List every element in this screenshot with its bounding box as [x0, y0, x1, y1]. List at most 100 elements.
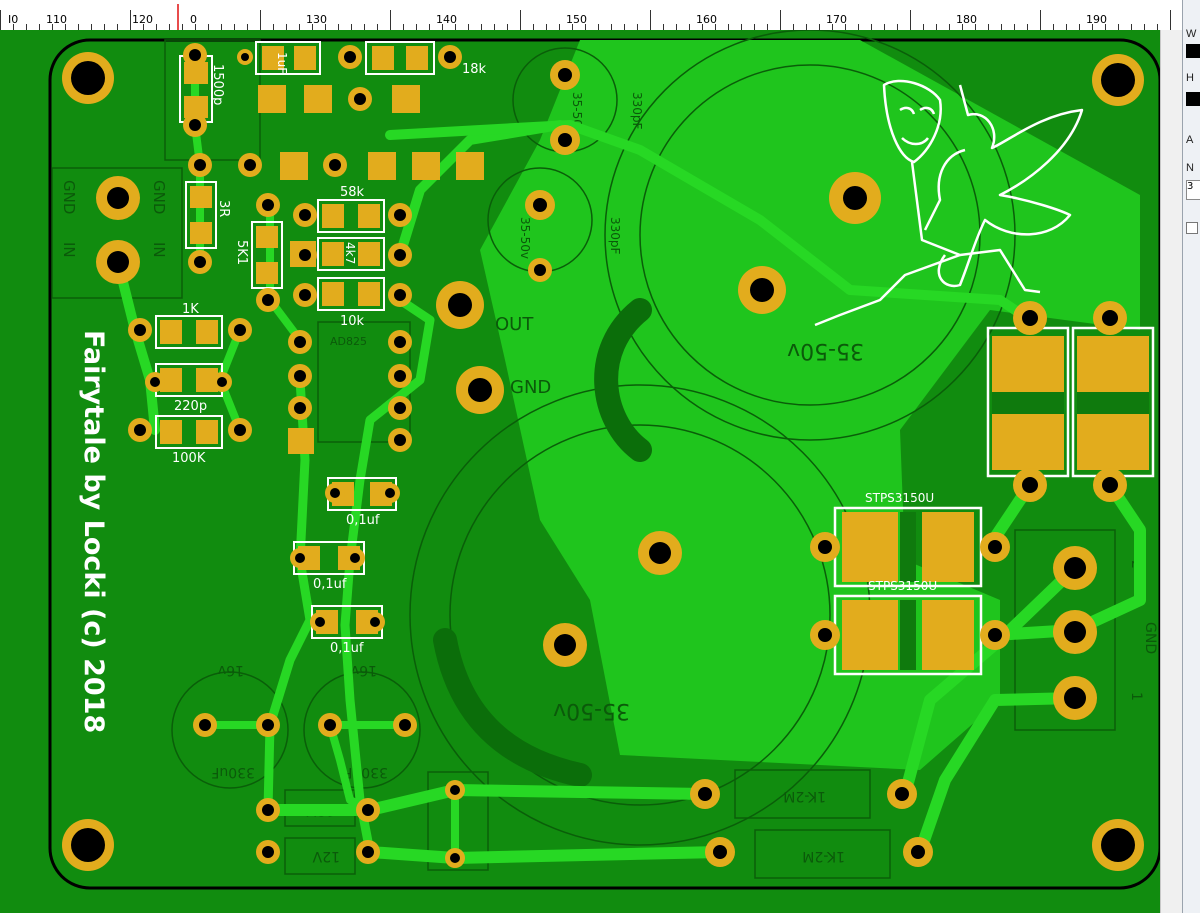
drill-hole — [350, 553, 360, 563]
label-1uf: 1uF — [275, 52, 289, 74]
drill-hole — [554, 634, 576, 656]
width-color-swatch[interactable] — [1186, 44, 1200, 58]
credit-text: Fairytale by Locki (c) 2018 — [78, 330, 109, 733]
drill-hole — [217, 377, 227, 387]
drill-hole — [262, 719, 274, 731]
drill-hole — [194, 159, 206, 171]
drill-hole — [1064, 687, 1086, 709]
drill-hole — [244, 159, 256, 171]
drill-hole — [299, 249, 311, 261]
drill-hole — [394, 370, 406, 382]
drill-hole — [988, 628, 1002, 642]
ghost-label-in-left-2: IN — [150, 242, 168, 258]
drill-hole — [448, 293, 472, 317]
drill-hole — [354, 93, 366, 105]
label-18k: 18k — [462, 62, 487, 77]
label-diode-1: STPS3150U — [865, 491, 934, 505]
drill-hole — [1064, 621, 1086, 643]
drill-hole — [299, 289, 311, 301]
drill-hole — [895, 787, 909, 801]
drill-hole — [189, 119, 201, 131]
ghost-label-in-left: IN — [60, 242, 78, 258]
pcb-canvas[interactable]: 35-50v 35-50v OUT GND AD825 GND IN GND I… — [0, 30, 1160, 913]
ruler-label-160: 160 — [696, 13, 717, 26]
ghost-label-35-50v-2: 35-50v — [787, 338, 864, 363]
label-4k7: 4k7 — [343, 242, 357, 264]
label-220p: 220p — [174, 399, 207, 414]
drill-hole — [558, 68, 572, 82]
label-58k: 58k — [340, 185, 365, 200]
drill-hole — [262, 294, 274, 306]
ghost-arc-2 — [433, 628, 592, 787]
drill-hole — [294, 370, 306, 382]
drill-hole — [843, 186, 867, 210]
drill-hole — [394, 209, 406, 221]
label-1k: 1K — [182, 302, 199, 317]
ruler-label-140: 140 — [436, 13, 457, 26]
drill-hole — [315, 617, 325, 627]
label-diode-2: STPS3150U — [868, 579, 937, 593]
drill-hole — [558, 133, 572, 147]
pcb-drawing[interactable]: 35-50v 35-50v OUT GND AD825 GND IN GND I… — [0, 30, 1160, 913]
drill-hole — [399, 719, 411, 731]
height-color-swatch[interactable] — [1186, 92, 1200, 106]
ghost-arc-1 — [594, 298, 652, 462]
drill-hole — [394, 289, 406, 301]
vertical-scrollbar[interactable] — [1160, 30, 1183, 913]
ghost-label-gnd: GND — [510, 377, 551, 398]
round-pads — [96, 43, 1127, 868]
label-01uf-a: 0,1uf — [346, 513, 380, 528]
label-01uf-c: 0,1uf — [330, 641, 364, 656]
horizontal-ruler: I0 110 120 0 130 140 150 160 170 180 190 — [0, 0, 1182, 31]
panel-label-n: N — [1186, 162, 1194, 174]
ghost-label-35-2: 35-50v — [518, 217, 532, 259]
ghost-label-gnd-left-2: GND — [150, 180, 168, 214]
drill-hole — [241, 53, 249, 61]
panel-label-h: H — [1186, 72, 1194, 84]
panel-label-a: A — [1186, 134, 1194, 146]
drill-hole — [189, 49, 201, 61]
drill-hole — [394, 402, 406, 414]
drill-hole — [370, 617, 380, 627]
ruler-label-110: 110 — [46, 13, 67, 26]
drill-hole — [1022, 310, 1038, 326]
drill-hole — [362, 846, 374, 858]
ghost-label-term-1: 1 — [1128, 692, 1144, 701]
ruler-label-180: 180 — [956, 13, 977, 26]
drill-hole — [299, 209, 311, 221]
drill-hole — [262, 804, 274, 816]
ghost-label-35-50v-1: 35-50v — [553, 698, 630, 723]
drill-hole — [534, 264, 546, 276]
panel-checkbox[interactable] — [1186, 222, 1198, 234]
ghost-label-12v-2: 12V — [312, 848, 340, 864]
properties-panel: W H A N 3 — [1182, 0, 1200, 913]
drill-hole — [988, 540, 1002, 554]
ghost-label-330uf-1: 330uF — [211, 764, 255, 780]
drill-hole — [294, 336, 306, 348]
drill-hole — [295, 553, 305, 563]
label-3r: 3R — [216, 200, 231, 217]
drill-hole — [1102, 310, 1118, 326]
panel-label-w: W — [1186, 28, 1197, 40]
drill-hole — [444, 51, 456, 63]
drill-hole — [385, 488, 395, 498]
ghost-label-1k2m-1: 1K-2M — [783, 788, 826, 804]
fairy-logo — [814, 79, 1084, 327]
drill-hole — [362, 804, 374, 816]
drill-hole — [698, 787, 712, 801]
drill-hole — [450, 853, 460, 863]
label-01uf-b: 0,1uf — [313, 577, 347, 592]
label-5k1: 5K1 — [234, 240, 249, 265]
drill-hole — [134, 324, 146, 336]
drill-hole — [134, 424, 146, 436]
ghost-label-16v-1: 16v — [218, 662, 244, 678]
panel-value-input[interactable]: 3 — [1186, 180, 1200, 200]
drill-hole — [394, 249, 406, 261]
ghost-label-gnd-left: GND — [60, 180, 78, 214]
ruler-label-190: 190 — [1086, 13, 1107, 26]
drill-hole — [1022, 477, 1038, 493]
drill-hole — [344, 51, 356, 63]
ghost-label-out: OUT — [495, 314, 534, 335]
drill-hole — [199, 719, 211, 731]
drill-hole — [394, 336, 406, 348]
